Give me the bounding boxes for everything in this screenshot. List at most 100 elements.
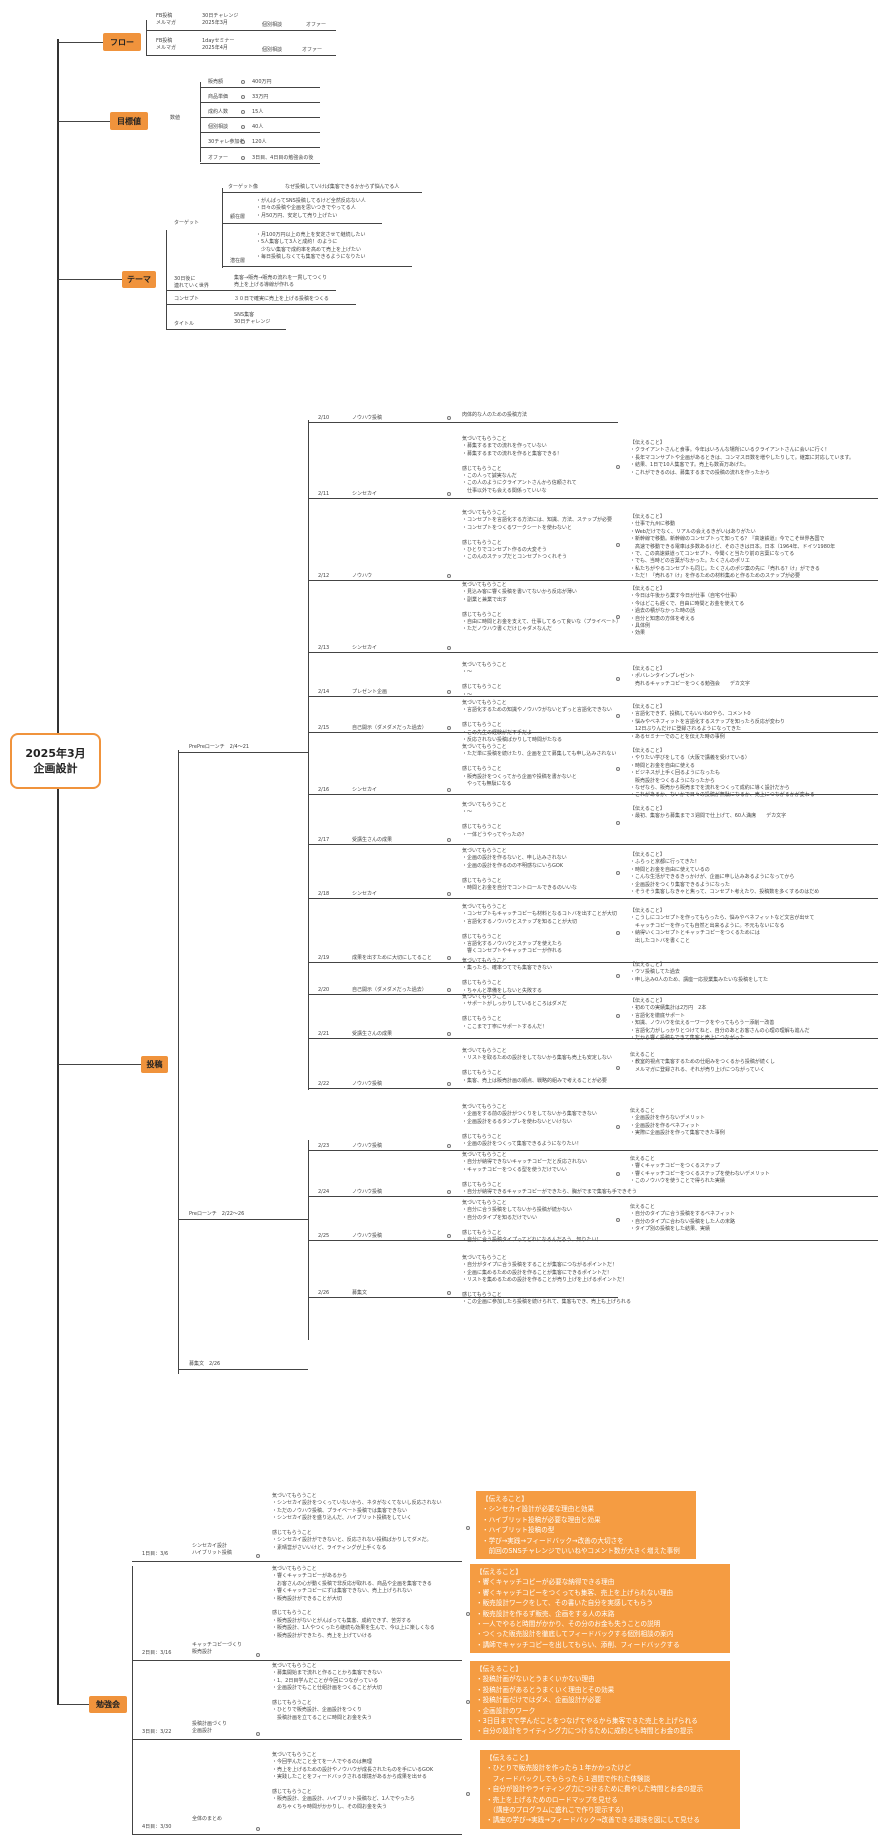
study-key-points-box[interactable]: 【伝えること】 ・投稿計画がないとうまくいかない理由 ・投稿計画があるとうまくい… [470, 1661, 730, 1740]
post-body: 気づいてもらうこと ・コンセプトを言語化する方法には、知識、方法、ステップが必要… [462, 510, 613, 561]
node-dot [616, 714, 620, 718]
study-key-points-box[interactable]: 【伝えること】 ・響くキャッチコピーが必要な納得できる理由 ・響くキャッチコピー… [470, 1564, 730, 1654]
branch-line [58, 1704, 89, 1705]
post-body: 気づいてもらうこと ・〜 感じてもらうこと ・一体どうやってやったの？ [462, 802, 527, 838]
post-note: 伝えること ・教室的視点で集客するための仕組みをつくるから投稿が続くし メルマガ… [630, 1052, 775, 1073]
node-dot [616, 1218, 620, 1222]
root-topic[interactable]: 2025年3月 企画設計 [10, 733, 101, 789]
theme-world-v: 集客→販売→販売の流れを一貫してつくり 売上を上げる導線が作れる [234, 275, 328, 289]
node-dot [447, 1082, 451, 1086]
post-body: 気づいてもらうこと ・自分がタイプに合う投稿をすることが集客につながるポイントだ… [462, 1255, 632, 1306]
node-dot [447, 646, 451, 650]
post-row-line [308, 422, 618, 423]
topic-posts[interactable]: 投稿 [141, 1056, 168, 1073]
topic-theme[interactable]: テーマ [122, 271, 156, 288]
node-dot [256, 1732, 260, 1736]
goals-item-key: オファー [208, 155, 229, 161]
node-dot [447, 838, 451, 842]
post-date: 2/22 [318, 1081, 330, 1087]
node-dot [616, 1125, 620, 1129]
post-note: 【伝えること】 ・やりたい学びをしてる（大阪で講義を受けている） ・時間とお金を… [630, 748, 815, 799]
node-dot [466, 1700, 470, 1704]
post-body: 気づいてもらうこと ・募集するまでの流れを作っていない ・募集するまでの流れを作… [462, 436, 577, 494]
posts-phase3: 募集文 2/26 [189, 1361, 221, 1367]
goals-item-value: 3日目、4日目の勉強会の後 [252, 155, 314, 161]
node-dot [447, 492, 451, 496]
node-dot [447, 726, 451, 730]
node-dot [616, 767, 620, 771]
hl [166, 290, 336, 291]
post-note: 【伝えること】 ・ふらっと京都に行ってきた！ ・時間とお金を自由に使えているの … [630, 852, 820, 896]
branch-line [58, 279, 122, 280]
flow-r1-b: 30日チャレンジ 2025年3月 [202, 13, 239, 27]
post-note: 伝えること ・自分のタイプに合う投稿をするベネフィット ・自分のタイプに合わない… [630, 1204, 736, 1233]
node-dot [241, 140, 245, 144]
study-body: 気づいてもらうこと ・募集開始まで流れと作ることから集客できない ・1、2日目学… [272, 1663, 383, 1721]
posts-line [178, 750, 179, 1374]
goals-item-value: 120人 [252, 139, 267, 145]
study-key-points-box[interactable]: 【伝えること】 ・ひとりで販売設計を作ったら１年かかったけど フィードバックして… [480, 1750, 740, 1829]
node-dot [466, 1612, 470, 1616]
node-dot [447, 788, 451, 792]
theme-kaiko-v: ・がんばってSNS投稿してるけど全然反応ない人 ・日々の投稿や企画を思いつきでや… [256, 198, 366, 219]
main-spine [57, 39, 59, 1705]
post-body: 気づいてもらうこと ・ただ単に投稿を続けたり、企画を立て募集しても申し込みされな… [462, 744, 617, 788]
hl [178, 752, 308, 753]
topic-study[interactable]: 勉強会 [89, 1696, 127, 1713]
theme-line [166, 230, 167, 330]
post-body: 気づいてもらうこと ・企画の設計を作るないと、申し込みされない ・企画の設計を作… [462, 848, 577, 892]
posts-phase1: PrePreローンチ 2/4〜21 [189, 744, 250, 750]
goals-item-line [200, 132, 320, 133]
node-dot [447, 690, 451, 694]
post-label: 受講生さんの成果 [352, 837, 393, 843]
goals-item-key: 販売額 [208, 79, 224, 85]
node-dot [447, 416, 451, 420]
goals-item-key: 個別相談 [208, 124, 229, 130]
node-dot [447, 956, 451, 960]
phase1-line [308, 420, 309, 1090]
post-row-line [308, 962, 878, 963]
theme-concept-v: ３０日で確実に売上を上げる投稿をつくる [234, 296, 329, 302]
study-title: 投稿計画づくり 企画設計 [192, 1721, 228, 1735]
post-note: 【伝えること】 ・初めての実績集計は2万円 2本 ・言語化を徹底サポート ・知識… [630, 998, 810, 1042]
study-row-line [132, 1834, 462, 1835]
post-row-line [308, 994, 878, 995]
post-row-line [308, 498, 878, 499]
post-note: 【伝えること】 ・最初、集客から募集まで３週間で仕上げて、60人満席 デカ文字 [630, 806, 787, 820]
post-date: 2/25 [318, 1233, 330, 1239]
node-dot [616, 543, 620, 547]
post-date: 2/23 [318, 1143, 330, 1149]
node-dot [447, 1291, 451, 1295]
post-row-line [308, 580, 878, 581]
post-label: ノウハウ投稿 [352, 1143, 383, 1149]
flow-r2-d: オファー [302, 47, 323, 53]
topic-goals[interactable]: 目標値 [110, 112, 148, 130]
theme-target-line [222, 188, 223, 268]
post-body: 気づいてもらうこと ・見込み客に響く投稿を書いてないから反応が薄い ・副業と兼業… [462, 582, 622, 633]
post-date: 2/11 [318, 491, 330, 497]
post-note: 【伝えること】 ・こうしにコンセプトを作ってもらったら、悩みやベネフィットなど文… [630, 908, 815, 944]
topic-flow[interactable]: フロー [103, 33, 141, 51]
flow-r2-line [146, 55, 336, 56]
post-date: 2/21 [318, 1031, 330, 1037]
post-label: シンセカイ [352, 491, 378, 497]
study-title: シンセカイ設計 ハイブリット投稿 [192, 1543, 232, 1557]
post-note: 【伝えること】 ・今日は午後から業す今日が仕事（自宅や仕事） ・今はどこも遅くで… [630, 586, 745, 637]
theme-kaiko-k: 顧在層 [230, 214, 246, 220]
node-dot [447, 574, 451, 578]
post-label: プレゼント企画 [352, 689, 388, 695]
flow-line [146, 20, 147, 56]
post-label: ノウハウ投稿 [352, 1081, 383, 1087]
goals-item-line [200, 147, 320, 148]
post-body: 気づいてもらうこと ・言語化するための知識やノウハウがないとずっと言語化できない… [462, 700, 612, 744]
study-row-line [132, 1660, 462, 1661]
hl [178, 1369, 308, 1370]
flow-r1-d: オファー [306, 22, 327, 28]
node-dot [256, 1827, 260, 1831]
node-dot [241, 95, 245, 99]
node-dot [616, 871, 620, 875]
study-key-points-box[interactable]: 【伝えること】 ・シンセカイ設計が必要な理由と効果 ・ハイブリット投稿が必要な理… [476, 1491, 696, 1560]
hl [166, 304, 356, 305]
study-body: 気づいてもらうこと ・今回学んだこと全てを一人でやるのは無理 ・売上を上げるため… [272, 1752, 434, 1810]
post-body: 気づいてもらうこと ・自分が納得できないキャッチコピーだと反応されない ・キャッ… [462, 1152, 637, 1196]
